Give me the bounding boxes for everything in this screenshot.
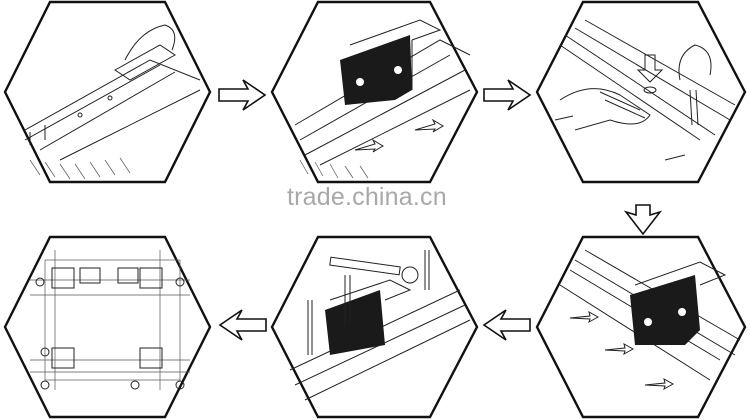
arrow-right-icon	[218, 79, 267, 111]
arrow-down-icon	[623, 204, 663, 236]
step-2-hexagon	[270, 0, 479, 184]
step-1-hexagon	[3, 0, 212, 184]
hand-cleaning-rail-icon	[24, 24, 201, 180]
step-3-hexagon	[535, 0, 747, 184]
block-on-rail-icon	[294, 19, 471, 179]
torque-wrench-tightening-icon	[289, 250, 471, 401]
table-assembly-topview-icon	[30, 250, 190, 390]
arrow-left-icon	[218, 309, 267, 341]
watermark-text: trade.china.cn	[287, 183, 447, 211]
block-pushed-to-reference-icon	[559, 249, 741, 391]
step-5-hexagon	[270, 235, 479, 419]
arrow-left-icon	[482, 309, 531, 341]
arrow-right-icon	[483, 79, 532, 111]
step-6-hexagon	[3, 235, 212, 419]
step-4-hexagon	[535, 235, 747, 419]
rail-bolting-icon	[554, 19, 736, 161]
